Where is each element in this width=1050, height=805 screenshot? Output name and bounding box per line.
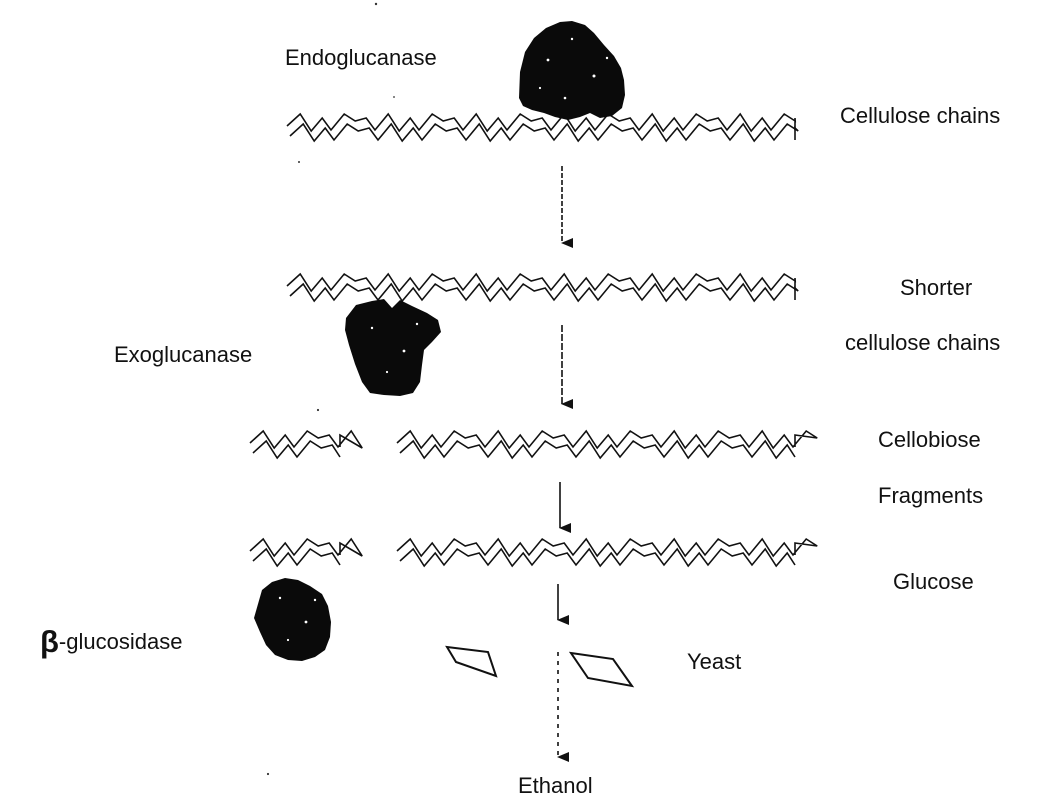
exoglucanase-label: Exoglucanase bbox=[114, 342, 252, 368]
beta-glucosidase-label: β-glucosidase bbox=[40, 626, 182, 655]
cellulose-chain-row-4 bbox=[397, 539, 817, 566]
shorter-label: Shorter bbox=[900, 275, 972, 301]
cellulose-chain-strand-b bbox=[290, 124, 798, 141]
cellobiose-fragment-row-4-left bbox=[250, 539, 362, 566]
yeast-cell-right bbox=[571, 653, 632, 686]
cellulose-chain-strand-b bbox=[400, 441, 795, 458]
ethanol-label: Ethanol bbox=[518, 773, 593, 799]
cellulose-chains-label: Cellulose chains bbox=[840, 103, 1000, 129]
cellulose-chain-row-2 bbox=[287, 274, 798, 301]
cellulose-chain-row-3 bbox=[397, 431, 817, 458]
cellulose-chain-strand-a bbox=[397, 431, 817, 448]
cellulose-chain-strand-b bbox=[290, 284, 798, 301]
beta-symbol: β bbox=[40, 624, 59, 659]
exoglucanase-enzyme-shape bbox=[345, 299, 441, 396]
cellobiose-label: Cellobiose bbox=[878, 427, 981, 453]
yeast-cell-left bbox=[447, 647, 496, 676]
yeast-label: Yeast bbox=[687, 649, 741, 675]
cellobiose-fragment-row-3-left bbox=[250, 431, 362, 458]
endoglucanase-label: Endoglucanase bbox=[285, 45, 437, 71]
cellulose-chain-row-1 bbox=[287, 114, 798, 141]
fragments-label: Fragments bbox=[878, 483, 983, 509]
glucose-label: Glucose bbox=[893, 569, 974, 595]
cellulose-chain-strand-a bbox=[397, 539, 817, 556]
cellulose-chain-strand-b bbox=[400, 549, 795, 566]
glucosidase-text: -glucosidase bbox=[59, 629, 183, 654]
endoglucanase-enzyme-shape bbox=[519, 21, 625, 120]
beta-glucosidase-enzyme-shape bbox=[254, 578, 331, 661]
cellulose-chains-second-line-label: cellulose chains bbox=[845, 330, 1000, 356]
